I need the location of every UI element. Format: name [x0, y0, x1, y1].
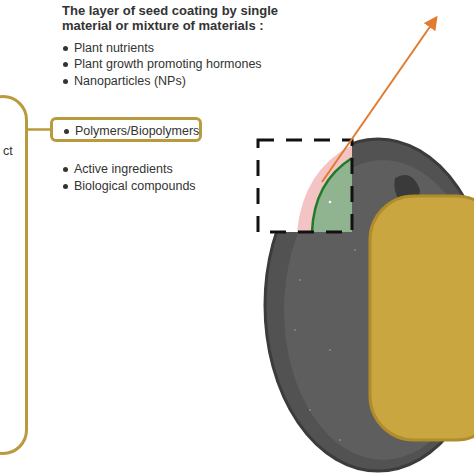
label-text: Plant growth promoting hormones — [74, 57, 262, 71]
list-item: Nanoparticles (NPs) — [74, 74, 294, 89]
label-text: Plant nutrients — [74, 41, 154, 55]
bullet-dot — [63, 62, 68, 67]
list-item: Active ingredients — [74, 162, 294, 177]
pink-coating — [297, 145, 352, 232]
seed-speckles — [294, 249, 356, 441]
list-item: Plant nutrients — [74, 41, 294, 56]
bullet-dot — [64, 129, 69, 134]
box-label: Polymers/Biopolymers — [75, 124, 199, 139]
group-box: ct — [0, 95, 28, 455]
list-heading: The layer of seed coating by single mate… — [62, 3, 292, 33]
connector-line — [28, 128, 50, 131]
label-text: Nanoparticles (NPs) — [74, 74, 186, 88]
bullet-dot — [63, 79, 68, 84]
item-box: Polymers/Biopolymers — [50, 117, 202, 142]
box-label: ct — [3, 144, 13, 159]
callout-arrow — [322, 18, 436, 182]
list-item: Plant growth promoting hormones — [74, 57, 294, 72]
bullet-dot — [63, 167, 68, 172]
bullet-dot — [63, 46, 68, 51]
bullet-dot — [63, 184, 68, 189]
label-text: Active ingredients — [74, 162, 173, 176]
zoom-window — [258, 140, 352, 232]
gold-panel — [370, 196, 474, 440]
label-text: The layer of seed coating by single mate… — [62, 3, 278, 33]
label-text: Biological compounds — [74, 179, 196, 193]
speck — [329, 201, 332, 204]
zoom-bracket — [258, 140, 352, 232]
list-item: Biological compounds — [74, 179, 294, 194]
